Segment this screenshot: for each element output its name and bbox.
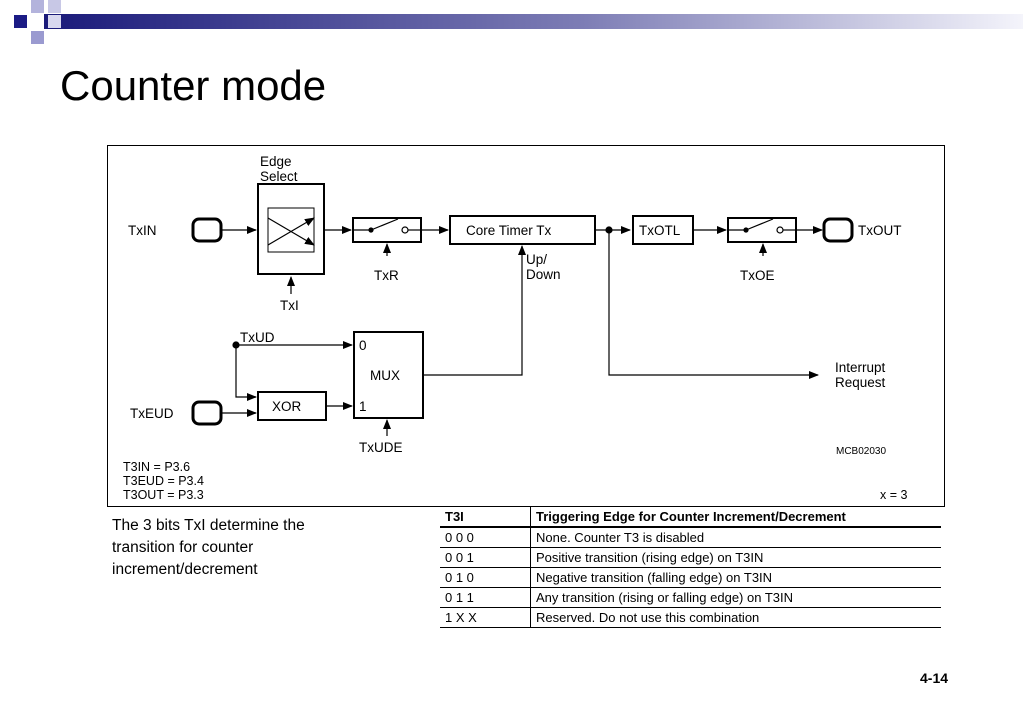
table-row: 0 0 0 None. Counter T3 is disabled <box>440 527 941 548</box>
header-square <box>48 15 61 28</box>
txr-label: TxR <box>374 268 399 283</box>
edge-select-label: Edge <box>260 154 292 169</box>
pin-map-line: T3OUT = P3.3 <box>123 488 204 502</box>
table-cell: 0 1 0 <box>440 567 531 588</box>
caption-line: increment/decrement <box>112 561 258 578</box>
table-row: 0 1 0 Negative transition (falling edge)… <box>440 567 941 588</box>
table-row: 1 X X Reserved. Do not use this combinat… <box>440 607 941 628</box>
table-header-edge: Triggering Edge for Counter Increment/De… <box>530 507 941 528</box>
edge-select-block <box>257 183 325 275</box>
pin-map-line: T3EUD = P3.4 <box>123 474 204 488</box>
page-number: 4-14 <box>920 670 949 686</box>
mux-label: MUX <box>370 368 400 383</box>
table-cell: Reserved. Do not use this combination <box>530 607 941 628</box>
txotl-label: TxOTL <box>639 223 681 238</box>
txin-pin <box>191 217 223 243</box>
x-note-label: x = 3 <box>880 488 907 502</box>
txud-label: TxUD <box>240 330 275 345</box>
txi-label: TxI <box>280 298 299 313</box>
mux-block <box>353 331 424 419</box>
table-cell: Positive transition (rising edge) on T3I… <box>530 547 941 568</box>
table-cell: 0 0 1 <box>440 547 531 568</box>
table-row: 0 0 1 Positive transition (rising edge) … <box>440 547 941 568</box>
table-row: 0 1 1 Any transition (rising or falling … <box>440 587 941 608</box>
table-cell: Any transition (rising or falling edge) … <box>530 587 941 608</box>
header-decoration <box>14 0 1023 44</box>
txoe-label: TxOE <box>740 268 775 283</box>
mux-input-1-label: 1 <box>359 399 367 414</box>
up-down-label: Up/ <box>526 252 547 267</box>
caption-line: The 3 bits TxI determine the <box>112 517 305 534</box>
txout-pin <box>822 217 854 243</box>
mux-input-0-label: 0 <box>359 338 367 353</box>
interrupt-label: Request <box>835 375 886 390</box>
header-square <box>48 0 61 13</box>
header-gradient-bar <box>44 14 1023 29</box>
header-square <box>31 0 44 13</box>
table-header-row: T3I Triggering Edge for Counter Incremen… <box>440 507 941 528</box>
interrupt-label: Interrupt <box>835 360 886 375</box>
txeud-label: TxEUD <box>130 406 174 421</box>
triggering-edge-table: T3I Triggering Edge for Counter Incremen… <box>440 507 941 628</box>
block-diagram-svg: Edge Select TxIN TxI TxR Core Timer Tx U… <box>123 154 907 502</box>
core-timer-label: Core Timer Tx <box>466 223 552 238</box>
up-down-label: Down <box>526 267 561 282</box>
edge-select-label: Select <box>260 169 298 184</box>
header-square <box>14 15 27 28</box>
txout-label: TxOUT <box>858 223 902 238</box>
caption-line: transition for counter <box>112 539 254 556</box>
table-cell: Negative transition (falling edge) on T3… <box>530 567 941 588</box>
caption-text: The 3 bits TxI determine the transition … <box>112 515 372 581</box>
txude-label: TxUDE <box>359 440 403 455</box>
table-cell: None. Counter T3 is disabled <box>530 527 941 548</box>
txeud-pin <box>191 400 223 426</box>
table-cell: 1 X X <box>440 607 531 628</box>
header-square <box>31 31 44 44</box>
table-cell: 0 1 1 <box>440 587 531 608</box>
ref-code-label: MCB02030 <box>836 446 886 457</box>
pin-map-line: T3IN = P3.6 <box>123 460 190 474</box>
table-cell: 0 0 0 <box>440 527 531 548</box>
txin-label: TxIN <box>128 223 157 238</box>
table-header-t3i: T3I <box>440 507 531 528</box>
slide-title: Counter mode <box>60 62 327 109</box>
xor-label: XOR <box>272 399 302 414</box>
counter-block-diagram: Edge Select TxIN TxI TxR Core Timer Tx U… <box>107 145 945 507</box>
